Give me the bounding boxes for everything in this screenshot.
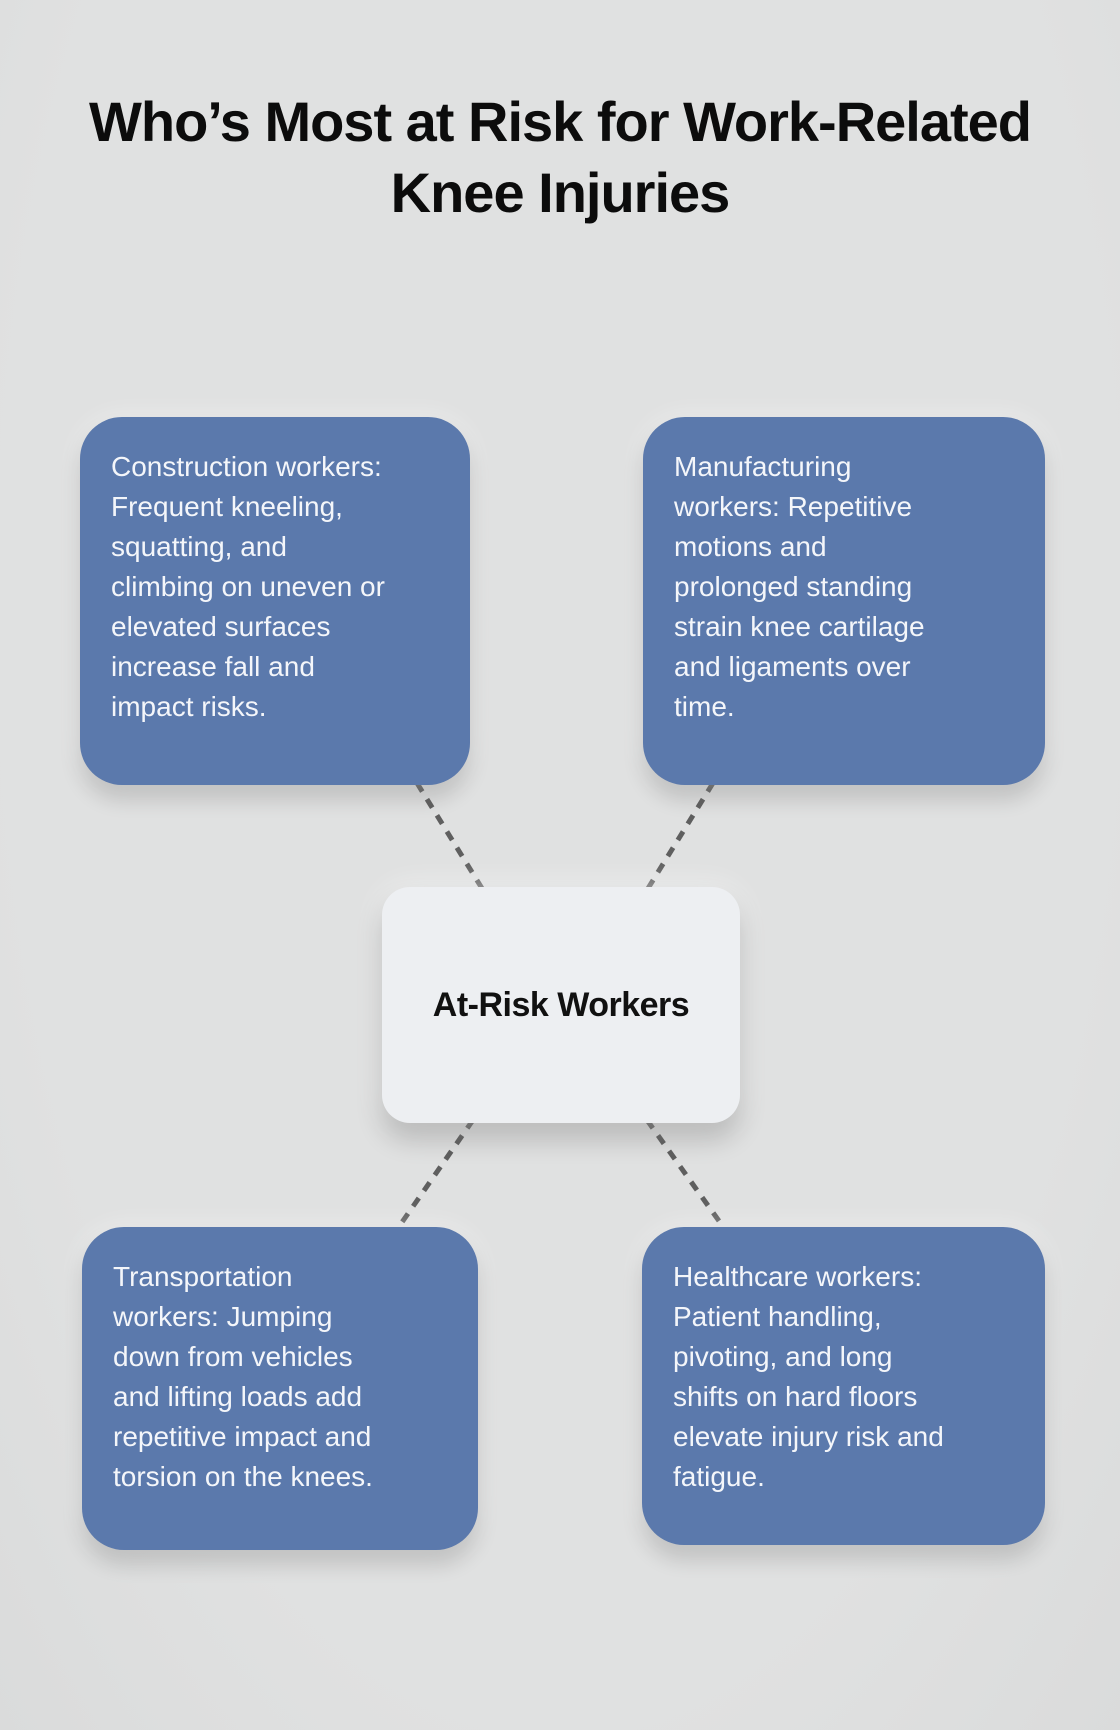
node-healthcare-text: Healthcare workers: Patient handling, pi… bbox=[673, 1261, 944, 1492]
connector-transportation bbox=[395, 1118, 476, 1230]
connector-manufacturing bbox=[644, 781, 716, 892]
node-transportation-workers: Transportation workers: Jumping down fro… bbox=[82, 1227, 478, 1550]
node-manufacturing-text: Manufacturing workers: Repetitive motion… bbox=[674, 451, 925, 722]
center-node-at-risk-workers: At-Risk Workers bbox=[382, 887, 740, 1123]
node-construction-text: Construction workers: Frequent kneeling,… bbox=[111, 451, 385, 722]
center-node-label: At-Risk Workers bbox=[432, 985, 690, 1024]
node-healthcare-workers: Healthcare workers: Patient handling, pi… bbox=[642, 1227, 1045, 1545]
node-manufacturing-workers: Manufacturing workers: Repetitive motion… bbox=[643, 417, 1045, 785]
node-construction-workers: Construction workers: Frequent kneeling,… bbox=[80, 417, 470, 785]
node-transportation-text: Transportation workers: Jumping down fro… bbox=[113, 1261, 373, 1492]
connector-healthcare bbox=[644, 1118, 727, 1230]
page-title: Who’s Most at Risk for Work-Related Knee… bbox=[89, 90, 1032, 225]
connector-construction bbox=[414, 781, 486, 892]
